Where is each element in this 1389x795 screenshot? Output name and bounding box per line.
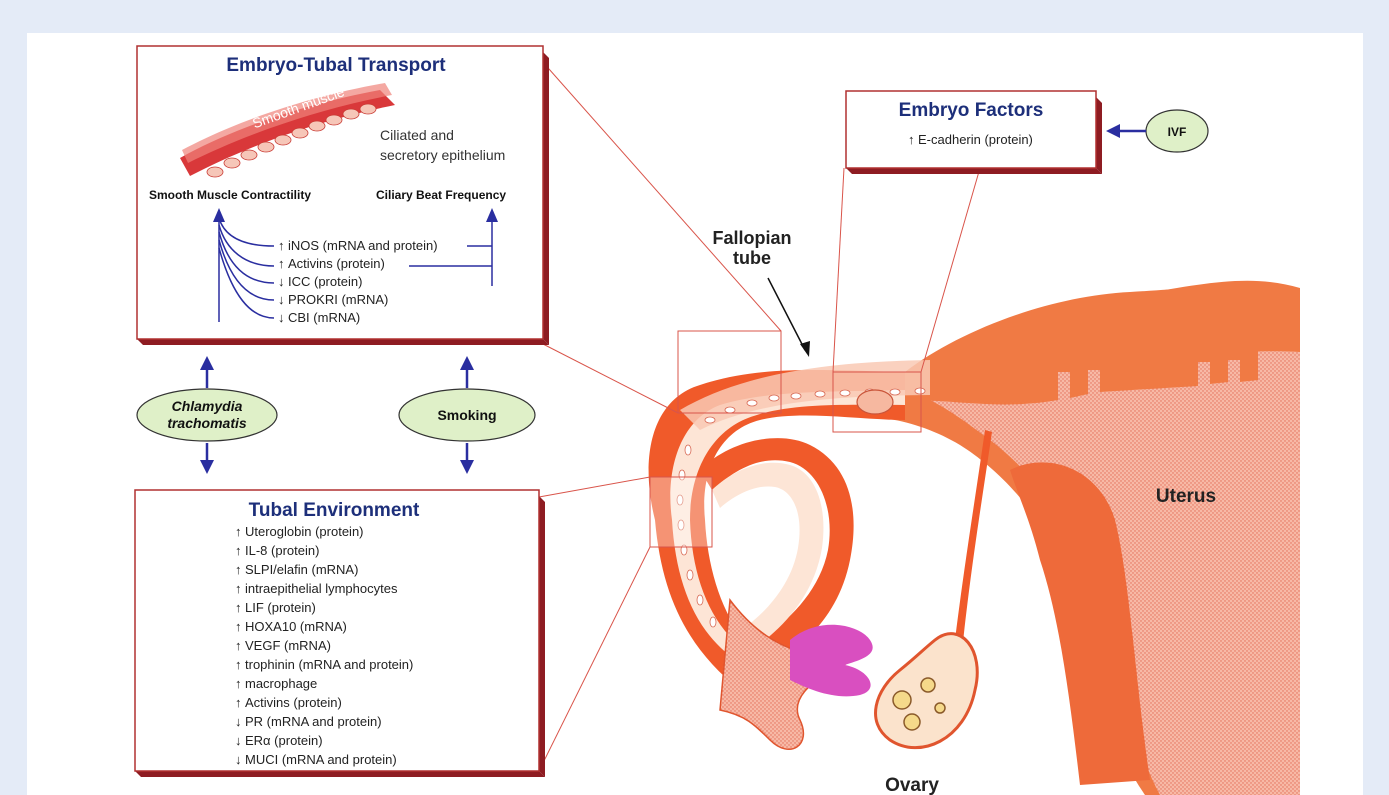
environment-item-0: Uteroglobin (protein) (245, 524, 364, 539)
fallopian-label: Fallopian (712, 228, 791, 248)
embryo-factors-box: Embryo Factors ↑ E-cadherin (protein) (846, 91, 1102, 174)
environment-arrow-icon-7: ↑ (235, 657, 242, 672)
environment-item-12: MUCI (mRNA and protein) (245, 752, 397, 767)
transport-arrow-icon-1: ↑ (278, 256, 285, 271)
environment-item-8: macrophage (245, 676, 317, 691)
transport-item-1: Activins (protein) (288, 256, 385, 271)
environment-arrow-icon-10: ↓ (235, 714, 242, 729)
environment-arrow-icon-0: ↑ (235, 524, 242, 539)
environment-item-1: IL-8 (protein) (245, 543, 319, 558)
ovary-label: Ovary (885, 775, 939, 795)
environment-item-6: VEGF (mRNA) (245, 638, 331, 653)
uterus-label: Uterus (1156, 486, 1216, 507)
chlamydia-label-2: trachomatis (167, 415, 247, 431)
transport-item-4: CBI (mRNA) (288, 310, 360, 325)
embryo (857, 390, 893, 414)
transport-box: Embryo-Tubal Transport Smooth muscle Cil… (137, 46, 549, 345)
muscle-contractility-header: Smooth Muscle Contractility (149, 188, 311, 202)
environment-arrow-icon-3: ↑ (235, 581, 242, 596)
epithelium-label-2: secretory epithelium (380, 147, 505, 163)
environment-arrow-icon-12: ↓ (235, 752, 242, 767)
transport-arrow-icon-2: ↓ (278, 274, 285, 289)
environment-arrow-icon-5: ↑ (235, 619, 242, 634)
environment-arrow-icon-6: ↑ (235, 638, 242, 653)
environment-arrow-icon-2: ↑ (235, 562, 242, 577)
transport-arrow-icon-0: ↑ (278, 238, 285, 253)
smoking-label: Smoking (437, 407, 496, 423)
embryo-factor-item: E-cadherin (protein) (918, 132, 1033, 147)
epithelium-label-1: Ciliated and (380, 127, 454, 143)
environment-item-2: SLPI/elafin (mRNA) (245, 562, 358, 577)
environment-item-11: ERα (protein) (245, 733, 323, 748)
transport-item-0: iNOS (mRNA and protein) (288, 238, 438, 253)
tubal-environment-title: Tubal Environment (249, 500, 420, 521)
transport-title: Embryo-Tubal Transport (226, 55, 446, 76)
environment-arrow-icon-1: ↑ (235, 543, 242, 558)
chlamydia-label-1: Chlamydia (172, 398, 243, 414)
transport-arrow-icon-4: ↓ (278, 310, 285, 325)
environment-item-5: HOXA10 (mRNA) (245, 619, 347, 634)
environment-item-4: LIF (protein) (245, 600, 316, 615)
environment-arrow-icon-4: ↑ (235, 600, 242, 615)
fallopian-label-2: tube (733, 248, 771, 268)
ivf-label: IVF (1168, 125, 1187, 139)
environment-arrow-icon-11: ↓ (235, 733, 242, 748)
environment-item-3: intraepithelial lymphocytes (245, 581, 398, 596)
environment-item-9: Activins (protein) (245, 695, 342, 710)
environment-item-10: PR (mRNA and protein) (245, 714, 382, 729)
transport-item-2: ICC (protein) (288, 274, 362, 289)
embryo-factor-arrow-icon: ↑ (908, 132, 915, 147)
transport-item-3: PROKRI (mRNA) (288, 292, 388, 307)
environment-arrow-icon-9: ↑ (235, 695, 242, 710)
ciliary-beat-header: Ciliary Beat Frequency (376, 188, 506, 202)
environment-item-7: trophinin (mRNA and protein) (245, 657, 413, 672)
embryo-factors-title: Embryo Factors (899, 100, 1044, 121)
environment-arrow-icon-8: ↑ (235, 676, 242, 691)
tubal-environment-box: Tubal Environment ↑Uteroglobin (protein)… (135, 490, 545, 777)
transport-arrow-icon-3: ↓ (278, 292, 285, 307)
